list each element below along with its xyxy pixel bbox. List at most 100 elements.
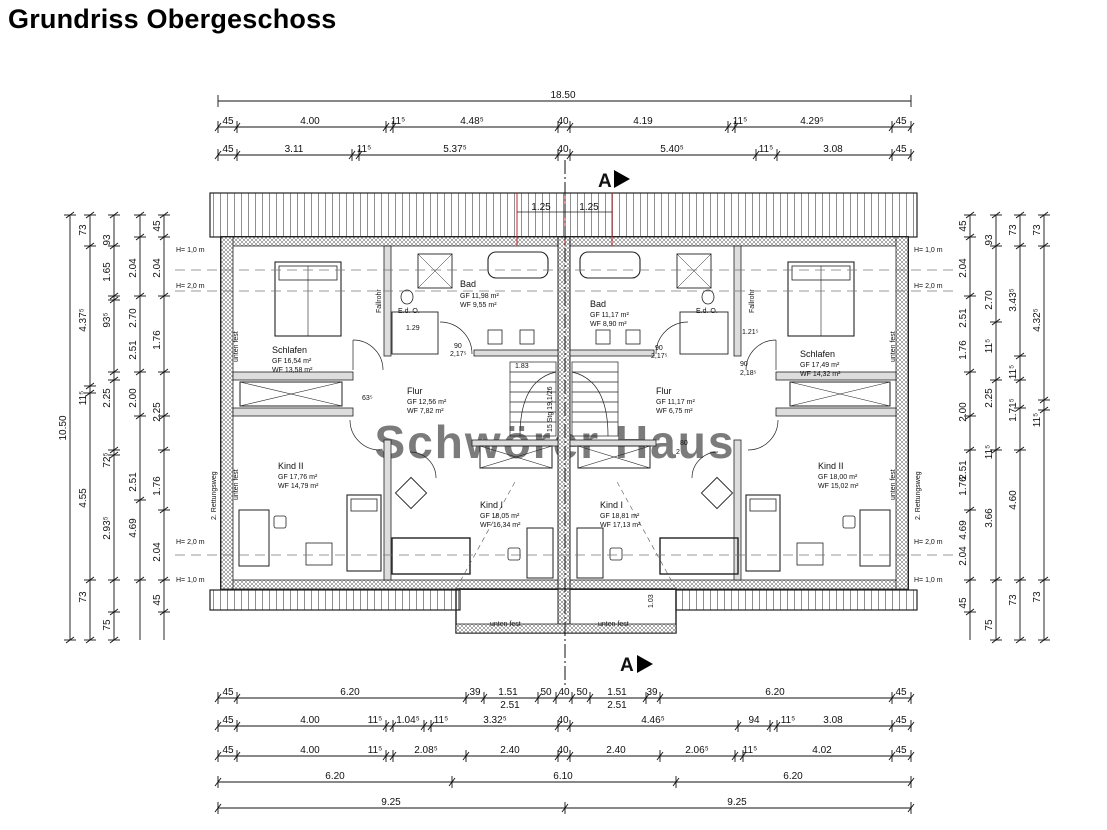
dim-bot1-k: 45 — [895, 687, 907, 698]
dim-bot3-b: 4.00 — [300, 745, 320, 756]
dim-top2-g: 11⁵ — [733, 116, 748, 127]
svg-text:Bad: Bad — [590, 299, 606, 309]
label-unten-fest-5: unten fest — [890, 331, 897, 362]
dim-left3-f: 2.93⁵ — [102, 516, 113, 540]
dim-right2-g: 75 — [984, 619, 995, 631]
dim-top3-f: 5.40⁵ — [660, 144, 684, 155]
dim-bot3-h: 2.06⁵ — [685, 745, 709, 756]
label-stair-63: 63⁵ — [362, 395, 373, 402]
svg-text:GF 11,17 m²: GF 11,17 m² — [656, 399, 695, 406]
height-right-2: H= 2,0 m — [914, 283, 943, 290]
dim-bot2-i: 94 — [748, 715, 760, 726]
dim-bot3-e: 2.40 — [500, 745, 520, 756]
svg-text:WF 16,34 m²: WF 16,34 m² — [480, 522, 521, 529]
dim-left2-c: 11⁵ — [78, 391, 89, 406]
dim-right1-e: 2.00 — [958, 402, 969, 422]
dim-right2-d: 2.25 — [984, 388, 995, 408]
dim-bot1-e: 50 — [540, 687, 552, 698]
dim-left4-d: 2.00 — [128, 388, 139, 408]
label-door-2175-1: 2,17⁵ — [450, 351, 467, 358]
room-schlafen-right: Schlafen GF 17,49 m² WF 14,32 m² — [800, 349, 841, 378]
height-right-4: H= 1,0 m — [914, 577, 943, 584]
dim-bot2-d: 1.04⁵ — [396, 715, 420, 726]
label-unten-fest-6: unten fest — [890, 469, 897, 500]
dim-bot4-a: 6.20 — [325, 771, 345, 782]
dim-top-overall: 18.50 — [550, 90, 575, 101]
label-stair-183: 1.83 — [515, 363, 529, 370]
dim-left5-a: 45 — [152, 220, 163, 232]
label-door-2175-2: 2,17⁵ — [651, 353, 668, 360]
label-stair: 15 Stg 19,1/26 — [547, 386, 554, 432]
label-door-90-1: 90 — [454, 343, 462, 350]
dim-right1-d: 1.76 — [958, 340, 969, 360]
dim-top3-a: 45 — [222, 144, 234, 155]
room-bad-left: Bad GF 11,98 m² WF 9,55 m² — [460, 279, 499, 309]
dim-left5-e: 1.76 — [152, 476, 163, 496]
dim-right1-h: 4.69 — [958, 520, 969, 540]
height-left-4: H= 1,0 m — [176, 577, 205, 584]
dim-right1-b: 2.04 — [958, 258, 969, 278]
dim-bot5-b: 9.25 — [727, 797, 747, 808]
section-marker-top: A — [598, 171, 612, 192]
svg-text:GF 11,98 m²: GF 11,98 m² — [460, 293, 499, 300]
dim-bot1-sub-left: 2.51 — [500, 700, 520, 711]
svg-text:Kind II: Kind II — [278, 461, 304, 471]
dim-left5-d: 2.25 — [152, 402, 163, 422]
dim-bot3-j: 4.02 — [812, 745, 832, 756]
dim-bot2-g: 40 — [557, 715, 569, 726]
label-door-2: 2 — [676, 449, 680, 456]
svg-text:GF 18,00 m²: GF 18,00 m² — [818, 474, 858, 481]
dim-bot1-g: 50 — [576, 687, 588, 698]
svg-text:Flur: Flur — [656, 386, 672, 396]
svg-text:GF 18,05 m²: GF 18,05 m² — [480, 513, 520, 520]
dim-bot2-e: 11⁵ — [434, 715, 449, 726]
dim-bot4-b: 6.10 — [553, 771, 573, 782]
dim-top3-b: 3.11 — [285, 144, 304, 155]
label-unten-fest-2: unten fest — [598, 621, 629, 628]
dim-top2-h: 4.29⁵ — [800, 116, 824, 127]
dim-bot2-c: 11⁵ — [368, 715, 383, 726]
dim-bot1-j: 6.20 — [765, 687, 785, 698]
dim-left-overall: 10.50 — [58, 415, 69, 440]
dim-left4-f: 4.69 — [128, 518, 139, 538]
section-marker-bottom: A — [620, 655, 634, 676]
dim-bot2-k: 3.08 — [823, 715, 843, 726]
dim-left3-b: 1.65 — [102, 262, 113, 282]
label-fallrohr-right: Fallrohr — [749, 289, 756, 313]
svg-text:WF 14,79 m²: WF 14,79 m² — [278, 483, 319, 490]
dim-right2-a: 93 — [984, 234, 995, 246]
label-window-1215: 1.21⁵ — [742, 329, 759, 336]
svg-text:Schlafen: Schlafen — [800, 349, 835, 359]
section-arrow-top-icon — [614, 170, 630, 188]
dim-top3-c: 11⁵ — [357, 144, 372, 155]
dim-left3-d: 2.25 — [102, 388, 113, 408]
building — [175, 160, 955, 685]
room-bad-right: Bad GF 11,17 m² WF 8,90 m² — [590, 299, 629, 328]
dim-top3-d: 5.37⁵ — [443, 144, 467, 155]
label-rettungsweg-right: 2. Rettungsweg — [915, 471, 922, 520]
dim-right4-c: 11⁵ — [1032, 413, 1043, 428]
dim-right4-b: 4.32⁵ — [1032, 308, 1043, 332]
svg-text:GF 17,76 m²: GF 17,76 m² — [278, 474, 318, 481]
dim-right3-d: 1.71⁵ — [1008, 398, 1019, 422]
dim-bot1-h: 1.51 — [607, 687, 627, 698]
dim-right2-c: 11⁵ — [984, 339, 995, 354]
svg-text:GF 16,54 m²: GF 16,54 m² — [272, 358, 312, 365]
right-dimensions — [964, 211, 1050, 644]
dim-left3-c: 93⁵ — [102, 312, 113, 327]
room-kind2-right: Kind II GF 18,00 m² WF 15,02 m² — [818, 461, 859, 490]
dim-right1-i: 2.04 — [958, 546, 969, 566]
dim-bot2-a: 45 — [222, 715, 234, 726]
svg-text:WF 7,82 m²: WF 7,82 m² — [407, 408, 444, 415]
dim-bot1-i: 39 — [646, 687, 658, 698]
svg-text:GF 12,56 m²: GF 12,56 m² — [407, 399, 447, 406]
dim-bot1-sub-right: 2.51 — [607, 700, 627, 711]
dim-bot3-g: 2.40 — [606, 745, 626, 756]
svg-text:Flur: Flur — [407, 386, 423, 396]
dim-right4-a: 73 — [1032, 224, 1043, 236]
label-rettungsweg-left: 2. Rettungsweg — [211, 471, 218, 520]
dim-right3-b: 3.43⁵ — [1008, 288, 1019, 312]
dim-bot2-f: 3.32⁵ — [483, 715, 507, 726]
dim-top2-b: 4.00 — [300, 116, 320, 127]
dim-left5-f: 2.04 — [152, 542, 163, 562]
